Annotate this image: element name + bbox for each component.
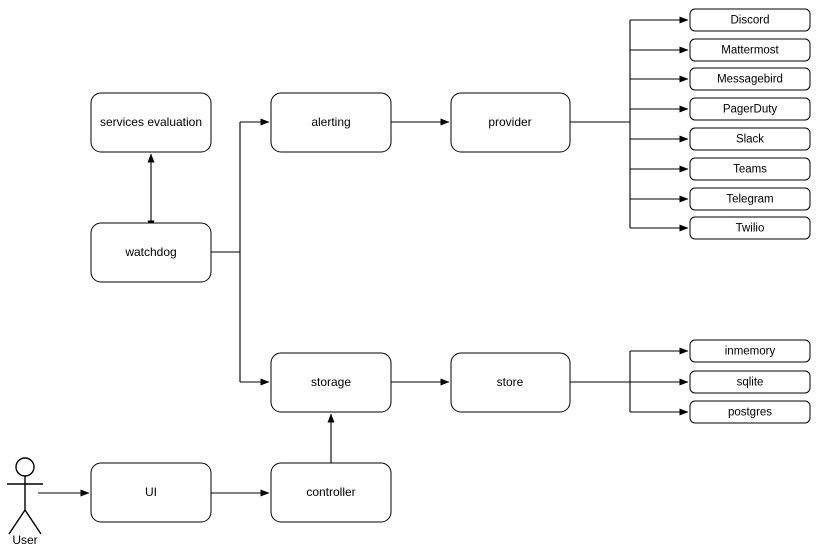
provider-leaf-pagerduty[interactable]: PagerDuty [689,97,811,121]
store-leaf-inmemory-box [689,339,811,363]
provider-leaf-discord[interactable]: Discord [689,8,811,32]
provider-leaf-telegram-label: Telegram [726,194,773,206]
node-controller-box [270,462,392,523]
provider-leaf-teams[interactable]: Teams [689,157,811,181]
provider-leaf-messagebird-label: Messagebird [717,74,783,86]
actor-leg-left-icon [8,509,26,535]
store-leaf-postgres[interactable]: postgres [689,400,811,424]
node-provider-label: provider [488,115,531,129]
provider-leaf-twilio-box [689,216,811,240]
node-provider[interactable]: provider [450,92,571,153]
node-store-label: store [497,375,524,389]
provider-leaf-group: DiscordMattermostMessagebirdPagerDutySla… [689,8,811,240]
provider-leaf-pagerduty-box [689,97,811,121]
node-alerting[interactable]: alerting [270,92,392,153]
store-leaf-sqlite-box [689,370,811,394]
provider-leaf-twilio-label: Twilio [736,223,765,235]
actor-user[interactable]: User [7,457,43,547]
provider-leaf-messagebird[interactable]: Messagebird [689,67,811,91]
node-controller-label: controller [306,485,355,499]
node-storage[interactable]: storage [270,352,392,413]
provider-leaf-slack-box [689,127,811,151]
store-leaf-sqlite[interactable]: sqlite [689,370,811,394]
provider-leaf-mattermost-box [689,38,811,62]
provider-leaf-slack[interactable]: Slack [689,127,811,151]
store-leaf-postgres-box [689,400,811,424]
node-storage-box [270,352,392,413]
node-alerting-label: alerting [311,115,350,129]
provider-leaf-pagerduty-label: PagerDuty [723,104,778,116]
provider-leaf-telegram[interactable]: Telegram [689,187,811,211]
actor-user-label: User [12,533,37,547]
node-storage-label: storage [311,375,351,389]
provider-leaf-twilio[interactable]: Twilio [689,216,811,240]
node-watchdog-box [90,222,212,283]
node-services-evaluation-box [90,92,212,153]
provider-leaf-telegram-box [689,187,811,211]
node-watchdog[interactable]: watchdog [90,222,212,283]
provider-leaf-slack-label: Slack [736,134,764,146]
provider-leaf-teams-box [689,157,811,181]
node-ui[interactable]: UI [90,462,212,523]
provider-leaf-mattermost-label: Mattermost [721,45,779,57]
actor-leg-right-icon [24,509,42,535]
provider-leaf-discord-box [689,8,811,32]
store-leaf-group: inmemory sqlite postgres [689,339,811,424]
provider-leaf-teams-label: Teams [733,164,767,176]
store-leaf-postgres-label: postgres [728,407,772,419]
store-leaf-inmemory-label: inmemory [725,346,776,358]
node-watchdog-label: watchdog [124,245,176,259]
provider-leaf-mattermost[interactable]: Mattermost [689,38,811,62]
node-ui-box [90,462,212,523]
provider-leaf-messagebird-box [689,67,811,91]
node-store[interactable]: store [450,352,571,413]
node-store-box [450,352,571,413]
node-alerting-box [270,92,392,153]
node-provider-box [450,92,571,153]
provider-leaf-discord-label: Discord [731,15,770,27]
actor-head-icon [15,457,35,477]
node-controller[interactable]: controller [270,462,392,523]
node-ui-label: UI [145,485,157,499]
store-leaf-sqlite-label: sqlite [737,377,764,389]
node-services-evaluation-label: services evaluation [100,115,202,129]
node-services-evaluation[interactable]: services evaluation [90,92,212,153]
store-leaf-inmemory[interactable]: inmemory [689,339,811,363]
